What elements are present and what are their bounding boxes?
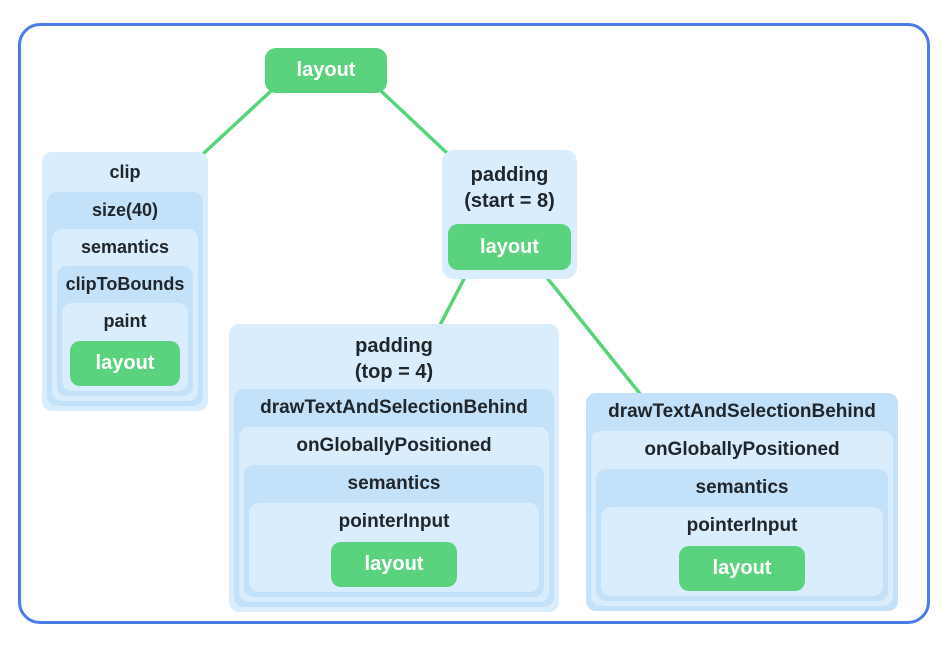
cliptobounds-level: clipToBounds paint layout [57, 266, 193, 396]
cliptobounds-label: clipToBounds [65, 274, 185, 294]
pointerinput-level: pointerInput layout [249, 503, 539, 592]
padding-start-node: padding (start = 8) layout [442, 150, 577, 279]
drawtext-node: drawTextAndSelectionBehind onGloballyPos… [586, 393, 898, 611]
paint-label: paint [103, 311, 147, 331]
padding-top-title-line2: (top = 4) [354, 361, 434, 383]
pointerinput-label: pointerInput [686, 515, 798, 536]
edge-padding-start-to-padding-top [437, 277, 466, 329]
diagram-border-frame [18, 23, 930, 624]
clip-node: clip size(40) semantics clipToBounds pai… [42, 152, 208, 411]
semantics-level: semantics pointerInput layout [244, 465, 544, 597]
edge-padding-start-to-drawtext [546, 277, 643, 397]
semantics-label: semantics [80, 237, 170, 257]
padding-start-title-line2: (start = 8) [464, 190, 555, 212]
padding-top-title-line1: padding [355, 335, 433, 357]
ongloballypositioned-label: onGloballyPositioned [644, 439, 840, 460]
size-label: size(40) [91, 200, 159, 220]
ongloballypositioned-level: onGloballyPositioned semantics pointerIn… [591, 431, 893, 606]
edge-root-to-clip [202, 89, 273, 155]
pointerinput-level: pointerInput layout [601, 507, 883, 596]
semantics-level: semantics clipToBounds paint layout [52, 229, 198, 401]
drawtext-layout-leaf: layout [679, 546, 805, 591]
root-layout-node: layout [265, 48, 387, 93]
paint-level: paint layout [62, 303, 188, 391]
edge-root-to-padding-start [379, 89, 449, 155]
clip-label: clip [109, 161, 141, 182]
size-level: size(40) semantics clipToBounds paint la… [47, 192, 203, 406]
padding-start-title: padding (start = 8) [448, 150, 571, 224]
ongloballypositioned-label: onGloballyPositioned [296, 435, 492, 456]
padding-top-title: padding (top = 4) [234, 324, 554, 389]
pointerinput-label: pointerInput [338, 511, 450, 532]
drawtext-level: drawTextAndSelectionBehind onGloballyPos… [234, 389, 554, 607]
padding-start-layout-leaf: layout [448, 224, 571, 270]
semantics-level: semantics pointerInput layout [596, 469, 888, 601]
ongloballypositioned-level: onGloballyPositioned semantics pointerIn… [239, 427, 549, 602]
padding-top-layout-leaf: layout [331, 542, 457, 587]
drawtext-label: drawTextAndSelectionBehind [260, 397, 528, 418]
drawtext-label: drawTextAndSelectionBehind [608, 401, 876, 422]
padding-start-title-line1: padding [470, 164, 549, 186]
clip-layout-leaf: layout [70, 341, 180, 386]
padding-top-node: padding (top = 4) drawTextAndSelectionBe… [229, 324, 559, 612]
semantics-label: semantics [347, 473, 441, 494]
semantics-label: semantics [695, 477, 789, 498]
